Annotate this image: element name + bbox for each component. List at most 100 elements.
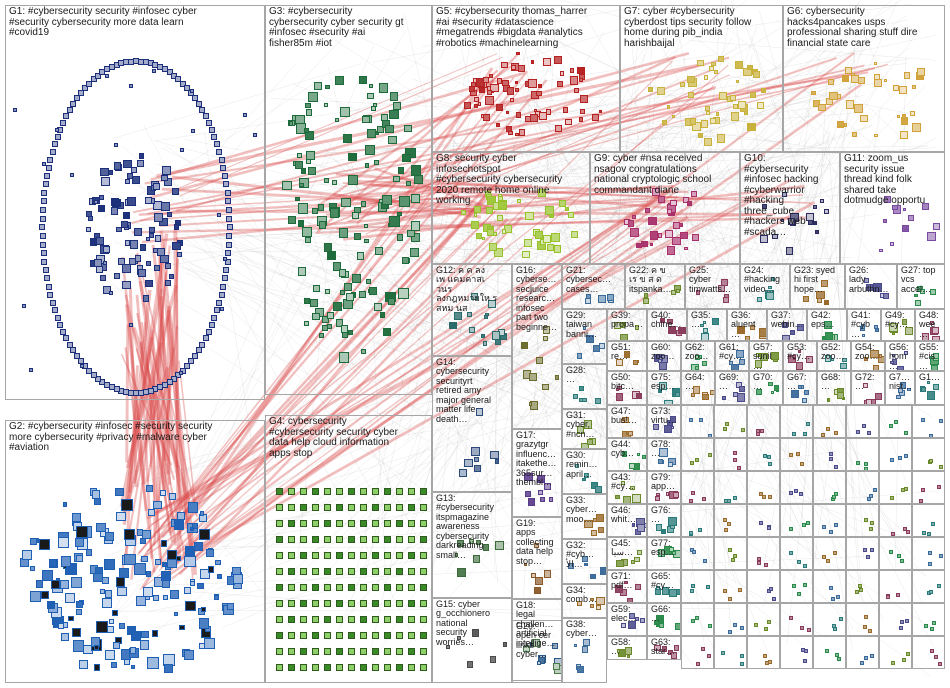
node xyxy=(525,212,533,220)
node xyxy=(153,183,160,190)
group-g25-box: G25: cyber timwatts… xyxy=(685,264,740,309)
node xyxy=(108,170,113,175)
node xyxy=(319,333,324,338)
node xyxy=(737,466,741,470)
node xyxy=(161,175,167,181)
node xyxy=(324,536,331,543)
node xyxy=(408,568,415,575)
node xyxy=(890,496,894,500)
node xyxy=(36,580,43,587)
group-g53-box: G53: #cy… xyxy=(783,341,817,371)
node xyxy=(921,418,925,422)
node xyxy=(827,398,831,402)
node xyxy=(733,496,737,500)
node xyxy=(146,485,153,492)
node xyxy=(206,120,212,126)
node xyxy=(161,540,167,546)
node xyxy=(449,322,456,329)
group-cell xyxy=(747,471,780,504)
node xyxy=(366,279,371,284)
node xyxy=(471,221,479,229)
node xyxy=(474,465,481,472)
node xyxy=(41,591,49,599)
node xyxy=(324,178,328,182)
node xyxy=(582,398,587,403)
node xyxy=(691,584,695,588)
node xyxy=(302,227,312,237)
node xyxy=(76,609,82,615)
node xyxy=(531,573,536,578)
node xyxy=(759,492,763,496)
node xyxy=(165,280,171,286)
group-label: G9: cyber #nsa received nsagov congratul… xyxy=(594,154,737,196)
group-g33-box: G33: cyber… moo… xyxy=(562,494,607,539)
group-g23-box: G23: syed hi first hope… xyxy=(790,264,845,309)
node xyxy=(253,133,257,137)
node xyxy=(305,237,311,243)
node xyxy=(760,429,764,433)
node xyxy=(420,632,427,639)
node xyxy=(632,494,641,503)
node xyxy=(384,552,391,559)
node xyxy=(288,488,295,495)
node xyxy=(927,232,935,240)
node xyxy=(538,490,543,495)
node xyxy=(803,583,807,587)
node xyxy=(870,521,874,525)
node xyxy=(535,577,543,585)
group-g72-box: G72: … xyxy=(851,371,885,405)
node xyxy=(502,229,506,233)
node xyxy=(919,499,923,503)
node xyxy=(362,116,370,124)
node xyxy=(874,62,877,65)
node xyxy=(789,491,793,495)
node xyxy=(288,664,295,671)
node xyxy=(858,584,862,588)
node xyxy=(698,528,702,532)
group-g42-box: G42: eps… xyxy=(807,309,847,341)
node xyxy=(121,221,128,228)
group-nodes xyxy=(913,571,944,602)
group-label: G36: aluent… xyxy=(731,311,764,339)
group-g67-box: G67: … xyxy=(783,371,817,405)
group-g48-box: G48: wee… xyxy=(915,309,945,341)
group-g7x-box: G7… nist… xyxy=(885,371,915,405)
node xyxy=(308,167,316,175)
node xyxy=(46,284,52,290)
node xyxy=(580,109,585,114)
node xyxy=(696,662,700,666)
node xyxy=(410,248,420,258)
node xyxy=(662,120,667,125)
node xyxy=(348,584,355,591)
node xyxy=(374,303,382,311)
node xyxy=(214,307,220,313)
group-g1-box: G1: #cybersecurity security #infosec cyb… xyxy=(5,5,265,400)
node xyxy=(305,103,311,109)
node xyxy=(336,568,343,575)
node xyxy=(702,361,707,366)
node xyxy=(937,584,941,588)
node xyxy=(94,664,100,670)
group-cell xyxy=(780,504,813,537)
node xyxy=(348,552,355,559)
group-cell xyxy=(846,537,879,570)
group-nodes xyxy=(781,538,812,569)
node xyxy=(408,504,415,511)
node xyxy=(143,587,153,597)
node xyxy=(65,593,76,604)
node xyxy=(719,92,727,100)
node xyxy=(476,233,482,239)
group-g55-box: G55: #cis… xyxy=(915,341,945,371)
group-g29-box: G29: taiwan banni… xyxy=(562,309,607,364)
group-nodes xyxy=(814,571,845,602)
node xyxy=(868,629,872,633)
node xyxy=(889,550,893,554)
node xyxy=(41,250,47,256)
node xyxy=(75,538,84,547)
node xyxy=(411,165,422,176)
node xyxy=(288,216,296,224)
group-label: G64: … xyxy=(685,373,712,392)
node xyxy=(904,487,908,491)
node xyxy=(295,197,299,201)
node xyxy=(137,160,144,167)
